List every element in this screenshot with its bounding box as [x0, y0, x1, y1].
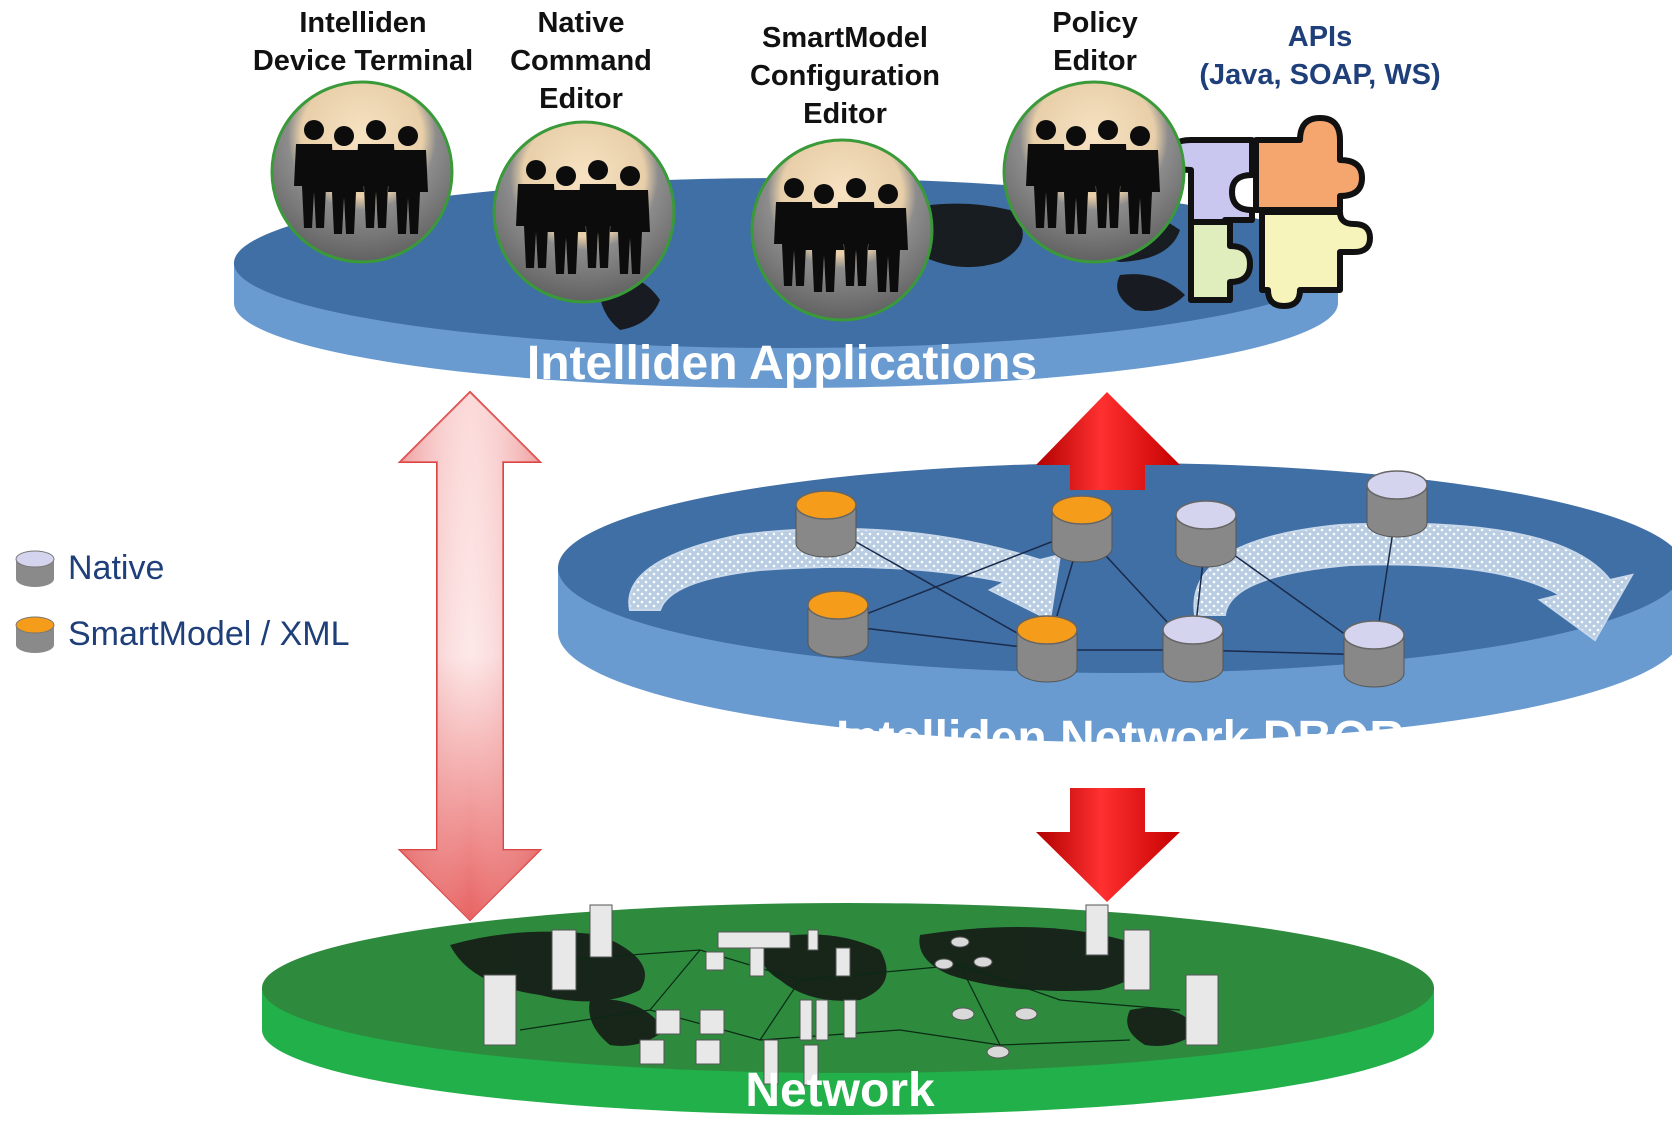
tool-title-line: Native	[537, 7, 625, 39]
network-db-icon	[934, 936, 1038, 1059]
native-database-icon	[1162, 615, 1224, 683]
tool-title-line: Command	[510, 45, 652, 77]
network-platform-label: Network	[745, 1064, 935, 1117]
tool-title-line: Editor	[803, 98, 887, 130]
tool-title-line: SmartModel	[762, 22, 928, 54]
people-icon	[516, 160, 650, 274]
applications-dbor-arrow	[1036, 392, 1180, 490]
router-icon	[639, 951, 725, 1065]
network-platform	[262, 903, 1434, 1115]
tool-title-policy-editor: Policy Editor	[1010, 4, 1180, 80]
sync-flow-icon	[628, 527, 1062, 622]
building-icon	[483, 904, 1219, 1046]
tool-title-line: Editor	[1053, 45, 1137, 77]
tool-title-line: Configuration	[749, 60, 941, 92]
applications-network-arrow	[397, 390, 543, 922]
people-icon	[1026, 120, 1160, 234]
smartmodel-database-icon	[807, 590, 869, 658]
apis-title-line: APIs	[1287, 21, 1353, 53]
apis-title: APIs (Java, SOAP, WS)	[1170, 18, 1470, 94]
puzzle-icon	[1167, 115, 1373, 309]
native-database-icon	[1343, 620, 1405, 688]
native-database-icon	[15, 550, 55, 587]
smartmodel-database-icon	[1016, 615, 1078, 683]
dbor-network-arrow	[1036, 788, 1180, 902]
tool-title-native-command-editor: Native Command Editor	[496, 4, 666, 118]
sync-flow-icon	[1193, 522, 1634, 642]
legend-label: Native	[68, 548, 165, 587]
network-links	[519, 949, 1181, 1046]
legend-label: SmartModel / XML	[68, 614, 350, 653]
native-database-icon	[1366, 470, 1428, 538]
tool-title-line: Policy	[1052, 7, 1138, 39]
bubble-smartmodel-editor	[750, 138, 934, 322]
tool-title-line: Editor	[539, 83, 623, 115]
legend-item-native: Native	[14, 547, 164, 589]
tool-title-device-terminal: Intelliden Device Terminal	[228, 4, 498, 80]
tool-title-line: Device Terminal	[252, 45, 474, 77]
bubble-device-terminal	[270, 80, 454, 264]
legend-item-smartmodel: SmartModel / XML	[14, 613, 350, 655]
tool-title-line: Intelliden	[299, 7, 427, 39]
native-database-icon	[1175, 500, 1237, 568]
bubble-policy-editor	[1002, 80, 1186, 264]
dbor-platform-label: Intelliden Network DBOR	[835, 712, 1405, 765]
people-icon	[294, 120, 428, 234]
smartmodel-database-icon	[1051, 495, 1113, 563]
smartmodel-database-icon	[795, 490, 857, 558]
bubble-native-command-editor	[492, 120, 676, 304]
apis-title-line: (Java, SOAP, WS)	[1199, 59, 1441, 91]
server-icon	[717, 929, 857, 1086]
people-icon	[774, 178, 908, 292]
dbor-platform	[558, 463, 1672, 742]
applications-platform-label: Intelliden Applications	[526, 337, 1038, 390]
smartmodel-database-icon	[15, 616, 55, 653]
tool-title-smartmodel-editor: SmartModel Configuration Editor	[720, 19, 970, 133]
